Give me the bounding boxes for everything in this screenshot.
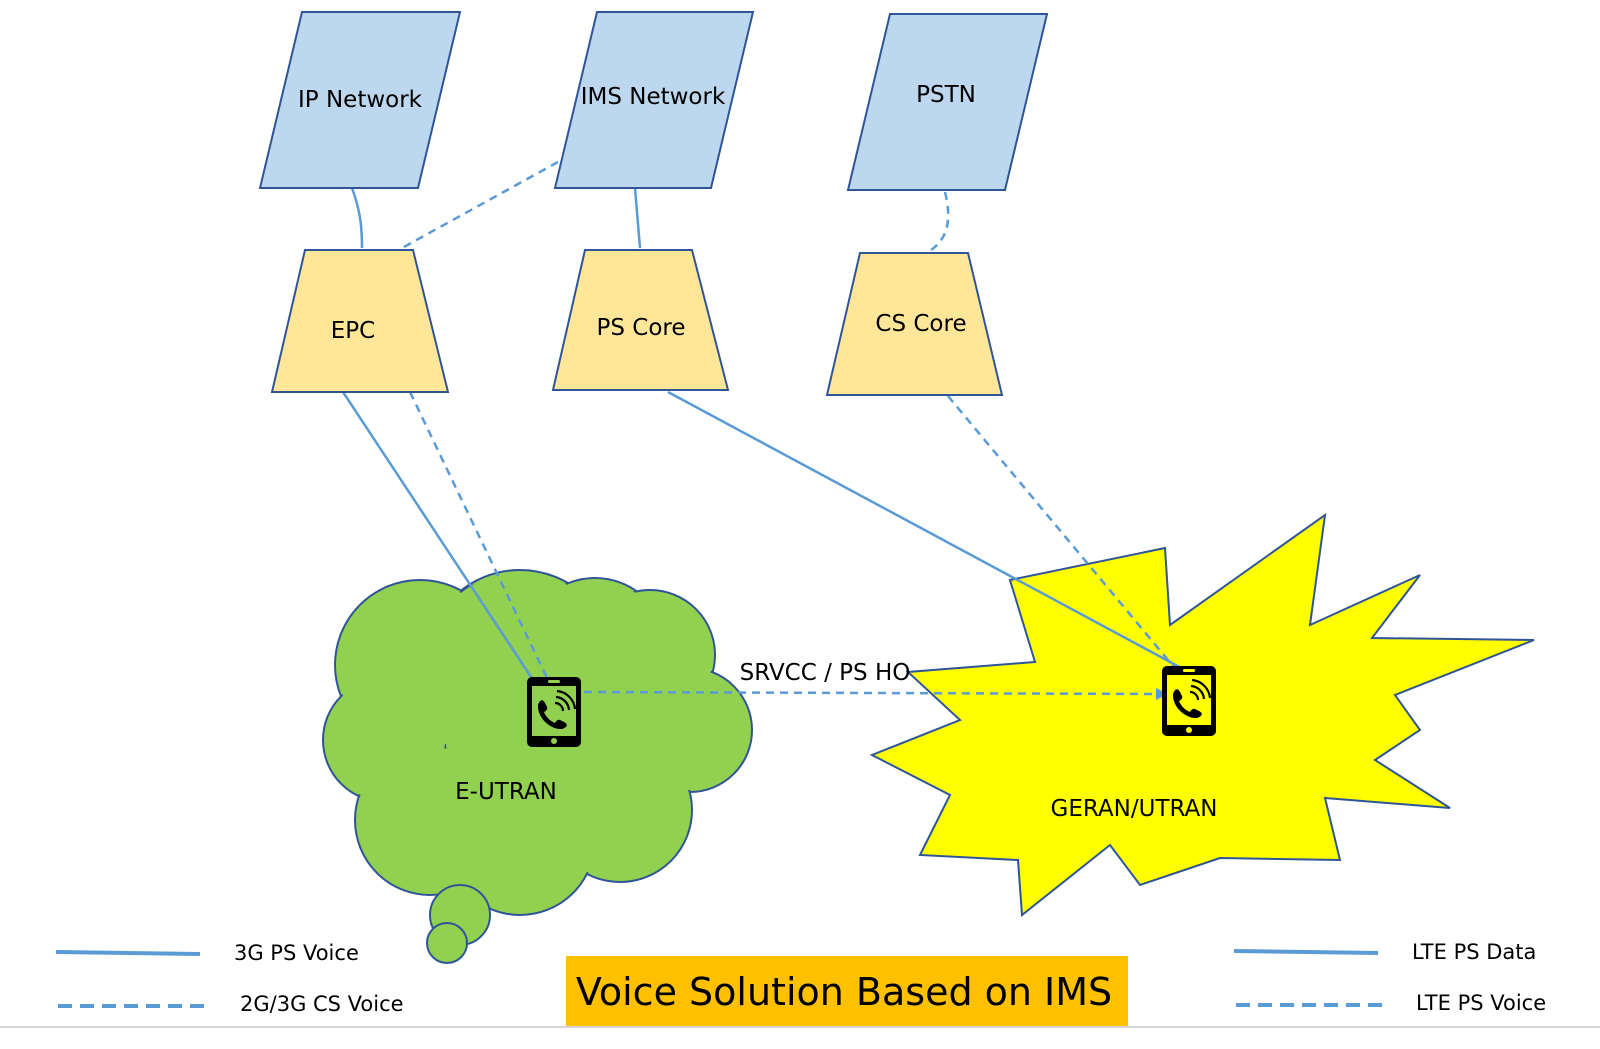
legend-3g-ps-voice-swatch bbox=[55, 950, 201, 956]
legend-right: LTE PS Data LTE PS Voice bbox=[1233, 940, 1546, 1015]
eutran-cloud bbox=[322, 569, 753, 964]
ims-to-epc-line bbox=[401, 160, 559, 250]
epc-to-eutran-solid-line bbox=[341, 391, 537, 684]
legend-2g3g-cs-voice-label: 2G/3G CS Voice bbox=[240, 992, 404, 1016]
mobile-phone-icon bbox=[527, 677, 581, 747]
ps-core-shape bbox=[551, 249, 730, 391]
ims-to-ps-core-line bbox=[633, 187, 642, 249]
page-title: Voice Solution Based on IMS bbox=[576, 970, 1112, 1014]
legend-3g-ps-voice-label: 3G PS Voice bbox=[234, 941, 359, 965]
handover-label: SRVCC / PS HO bbox=[740, 660, 911, 686]
legend-lte-ps-data-label: LTE PS Data bbox=[1412, 940, 1536, 964]
epc-to-eutran-dash-line bbox=[408, 391, 550, 681]
pstn-to-cs-core-line bbox=[927, 191, 950, 254]
cs-core-shape bbox=[825, 252, 1004, 396]
title-box bbox=[566, 956, 1128, 1026]
ip-to-epc-line bbox=[350, 187, 364, 249]
handover-arrow-line bbox=[583, 690, 1161, 696]
eutran-label: E-UTRAN bbox=[455, 779, 557, 805]
legend-lte-ps-voice-label: LTE PS Voice bbox=[1416, 991, 1546, 1015]
pstn-shape bbox=[846, 13, 1049, 191]
legend-lte-ps-data-swatch bbox=[1233, 949, 1379, 955]
connections bbox=[341, 160, 1186, 700]
ps-core-label: PS Core bbox=[596, 315, 685, 341]
cs-core-label: CS Core bbox=[875, 311, 966, 337]
epc-shape bbox=[270, 249, 450, 393]
pstn-label: PSTN bbox=[916, 82, 976, 108]
ims-network-shape bbox=[553, 11, 755, 189]
legend-left: 3G PS Voice 2G/3G CS Voice bbox=[55, 941, 404, 1016]
ims-network-label: IMS Network bbox=[581, 84, 726, 110]
cs-core-to-geran-line bbox=[947, 395, 1179, 673]
ip-network-shape bbox=[258, 11, 462, 189]
ps-core-to-geran-line bbox=[667, 390, 1186, 672]
epc-label: EPC bbox=[331, 318, 375, 344]
mobile-phone-icon bbox=[1162, 666, 1216, 736]
geran-utran-label: GERAN/UTRAN bbox=[1051, 796, 1218, 822]
ip-network-label: IP Network bbox=[298, 87, 423, 113]
